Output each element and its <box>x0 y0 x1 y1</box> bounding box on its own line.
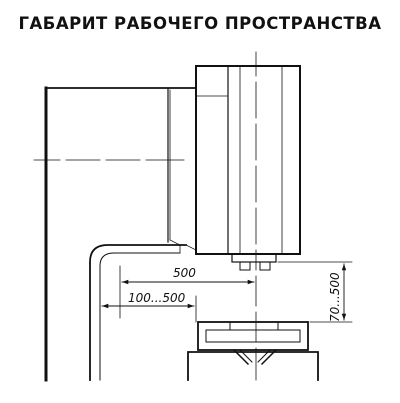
dimension-label-100-500: 100...500 <box>128 291 186 305</box>
dimension-500 <box>119 265 255 319</box>
spindle-nose <box>231 253 277 271</box>
drawing-title: ГАБАРИТ РАБОЧЕГО ПРОСТРАНСТВА <box>18 14 382 33</box>
dimension-100-500 <box>101 295 197 323</box>
ram-arm <box>89 239 197 381</box>
machine-table <box>187 321 319 381</box>
dimension-label-500: 500 <box>173 266 196 280</box>
spindle-head <box>195 65 301 255</box>
dimension-70-500 <box>277 261 353 323</box>
dimension-label-70-500: 70...500 <box>328 272 342 322</box>
machine-column <box>44 86 197 382</box>
